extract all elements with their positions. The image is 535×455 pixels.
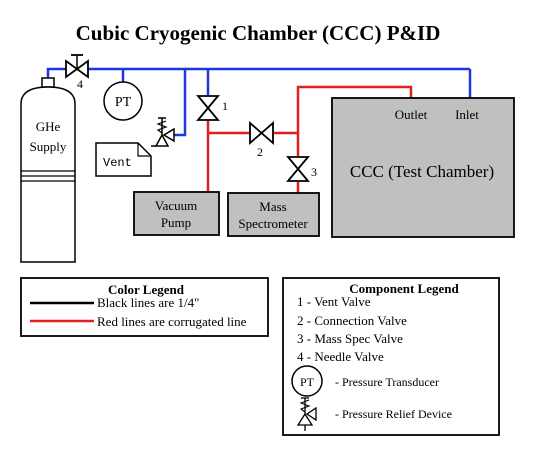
vent-valve-1[interactable] <box>196 95 220 121</box>
mass-spec-label-1: Mass <box>259 199 286 214</box>
vacuum-pump-label-2: Pump <box>161 215 191 230</box>
mass-spec-label-2: Spectrometer <box>238 216 308 231</box>
legend-black-text: Black lines are 1/4" <box>97 295 199 310</box>
legend-item-3: 3 - Mass Spec Valve <box>297 331 403 346</box>
vent-label: Vent <box>103 156 132 170</box>
ghe-cylinder: GHe Supply <box>20 77 76 263</box>
cylinder-body <box>20 86 76 263</box>
color-legend-title: Color Legend <box>108 282 185 297</box>
valve-2-number: 2 <box>257 145 263 159</box>
legend-pt-icon <box>291 365 323 397</box>
blue-lines <box>46 67 472 137</box>
chamber-inlet-label: Inlet <box>455 107 479 122</box>
pressure-relief-device[interactable] <box>154 117 175 147</box>
test-chamber <box>331 97 515 238</box>
valve-3-number: 3 <box>311 165 317 179</box>
pressure-transducer[interactable] <box>103 81 143 121</box>
legend-item-1: 1 - Vent Valve <box>297 294 371 309</box>
cylinder-label-2: Supply <box>30 139 67 154</box>
connection-valve-2[interactable] <box>249 121 274 145</box>
cylinder-label-1: GHe <box>36 119 61 134</box>
cylinder-valve-cap <box>41 77 55 88</box>
legend-red-text: Red lines are corrugated line <box>97 314 247 329</box>
legend-relief-icon <box>296 397 317 431</box>
legend-pt-desc: - Pressure Transducer <box>335 375 439 389</box>
legend-item-2: 2 - Connection Valve <box>297 313 407 328</box>
diagram-title: Cubic Cryogenic Chamber (CCC) P&ID <box>76 21 441 45</box>
valve-1-number: 1 <box>222 99 228 113</box>
valve-4-number: 4 <box>77 77 83 91</box>
needle-valve-4[interactable] <box>65 54 89 79</box>
legend-relief-desc: - Pressure Relief Device <box>335 407 452 421</box>
vacuum-pump <box>133 191 220 236</box>
vent-box <box>95 142 152 177</box>
component-legend: Component Legend 1 - Vent Valve 2 - Conn… <box>282 277 500 436</box>
component-legend-title: Component Legend <box>349 281 459 296</box>
mass-spec-valve-3[interactable] <box>286 156 310 182</box>
vacuum-pump-label-1: Vacuum <box>155 198 198 213</box>
color-legend: Color Legend Black lines are 1/4" Red li… <box>20 277 269 337</box>
chamber-label: CCC (Test Chamber) <box>350 162 494 181</box>
chamber-outlet-label: Outlet <box>395 107 428 122</box>
mass-spectrometer <box>227 192 320 237</box>
legend-pt-symbol: PT <box>300 375 315 389</box>
pt-label: PT <box>115 95 132 110</box>
legend-item-4: 4 - Needle Valve <box>297 349 384 364</box>
red-lines <box>206 85 413 193</box>
